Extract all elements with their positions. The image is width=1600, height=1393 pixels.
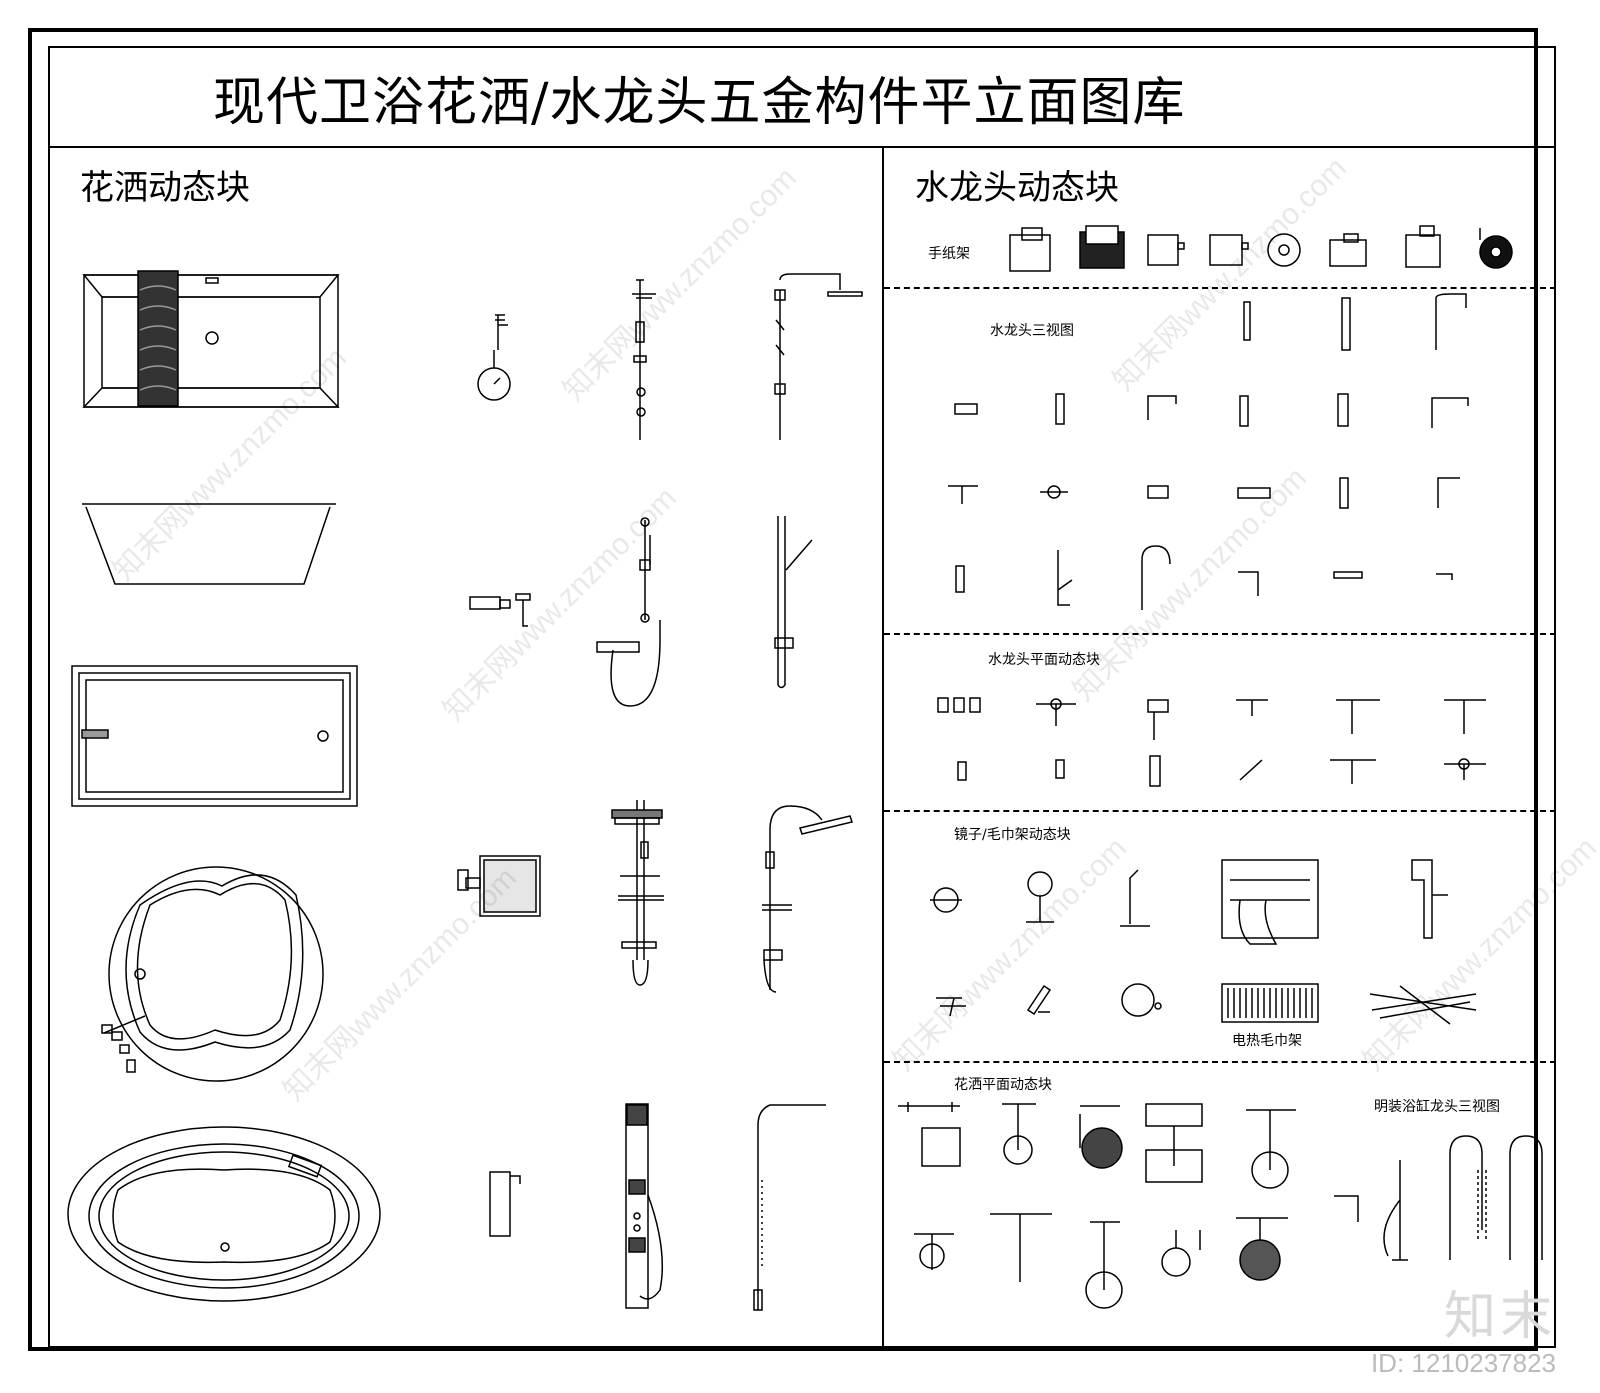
outer-frame bbox=[28, 28, 1538, 1351]
shower-arm-round-head bbox=[477, 314, 511, 401]
shower-column-square-head bbox=[611, 800, 664, 986]
dashed-divider-2 bbox=[884, 633, 1556, 635]
paper-holder-label: 手纸架 bbox=[928, 246, 970, 262]
mirror-towel-icons bbox=[930, 859, 1477, 1025]
dashed-divider-4 bbox=[884, 1061, 1556, 1063]
wall-mixer-tall bbox=[489, 1171, 521, 1237]
dashed-divider-3 bbox=[884, 810, 1556, 812]
faucet-three-view-icons bbox=[948, 293, 1469, 610]
round-bathtub-plan bbox=[101, 866, 324, 1082]
bathtub-elevation bbox=[82, 503, 336, 585]
mirror-towel-block-label: 镜子/毛巾架动态块 bbox=[954, 827, 1071, 843]
watermark-logo: 知末 bbox=[1443, 1287, 1556, 1347]
faucet-plan-icons bbox=[937, 697, 1486, 787]
watermark-id: ID: 1210237823 bbox=[1370, 1348, 1556, 1378]
shower-mixer-valve bbox=[469, 593, 531, 627]
paper-holders bbox=[1009, 225, 1513, 272]
shower-panel-arc bbox=[753, 1104, 826, 1311]
shower-plan-block-label: 花洒平面动态块 bbox=[954, 1077, 1052, 1093]
dashed-divider-1 bbox=[884, 287, 1556, 289]
shower-column-1 bbox=[632, 279, 656, 440]
page-title: 现代卫浴花洒/水龙头五金构件平立面图库 bbox=[213, 73, 1186, 133]
faucet-plan-block-label: 水龙头平面动态块 bbox=[988, 652, 1100, 668]
faucet-section-title: 水龙头动态块 bbox=[915, 168, 1119, 208]
bath-faucet-three-view-label: 明装浴缸龙头三视图 bbox=[1374, 1099, 1500, 1115]
faucet-three-view-label: 水龙头三视图 bbox=[990, 323, 1074, 339]
section-divider bbox=[882, 148, 884, 1348]
shower-slide-bar-handheld bbox=[774, 516, 813, 689]
title-bar: 现代卫浴花洒/水龙头五金构件平立面图库 bbox=[48, 48, 1556, 148]
shower-panel-tower bbox=[625, 1103, 664, 1309]
rectangular-bathtub-plan bbox=[82, 270, 340, 408]
inner-frame bbox=[48, 46, 1556, 1348]
shower-slide-bar-hose bbox=[596, 517, 661, 707]
shower-section-title: 花洒动态块 bbox=[80, 168, 250, 208]
square-shower-head-wall bbox=[457, 855, 541, 917]
shower-column-rain-head bbox=[774, 273, 863, 440]
shower-column-arc-head bbox=[762, 805, 853, 993]
alcove-bathtub-plan bbox=[71, 665, 358, 807]
oval-bathtub-plan bbox=[67, 1126, 381, 1302]
shower-plan-icons bbox=[898, 1102, 1296, 1309]
bath-faucet-three-view bbox=[1334, 1135, 1543, 1261]
heated-towel-rack-label: 电热毛巾架 bbox=[1232, 1033, 1302, 1049]
